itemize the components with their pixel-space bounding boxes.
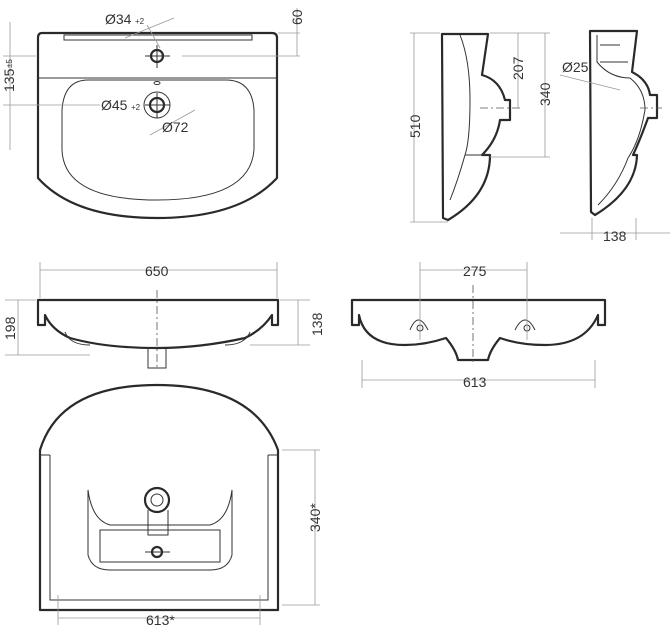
mount-spacing-label: 275 bbox=[463, 263, 487, 279]
overflow-depth-label: 60 bbox=[289, 9, 305, 25]
tap-hole-label: Ø34 bbox=[105, 11, 132, 27]
drain-outer-label: Ø72 bbox=[162, 119, 189, 135]
drain-hole-label: Ø45 bbox=[101, 97, 128, 113]
tap-hole-tolerance: +2 bbox=[135, 17, 145, 26]
side-drain-height-label: 207 bbox=[510, 56, 526, 80]
tap-hole-icon bbox=[145, 45, 170, 68]
side-view: 510 207 340 bbox=[407, 32, 553, 223]
section-view: Ø25 138 bbox=[559, 29, 670, 244]
side-pipe-label: Ø25 bbox=[562, 59, 589, 75]
front-height-label: 198 bbox=[2, 316, 18, 340]
mount-width-label: 613 bbox=[463, 374, 487, 390]
rear-view: 275 613 bbox=[350, 262, 607, 390]
width-label: 650 bbox=[145, 263, 169, 279]
drain-hole-icon bbox=[143, 91, 171, 119]
tap-offset-label: 135 bbox=[1, 68, 17, 92]
bottom-view: 340* 613* bbox=[38, 383, 323, 628]
top-view: Ø34 +2 60 135 ±5 Ø45 +2 Ø72 bbox=[1, 8, 305, 220]
drain-hole-tolerance: +2 bbox=[131, 103, 141, 112]
front-view: 650 198 138 bbox=[2, 262, 325, 370]
side-depth-label: 138 bbox=[603, 228, 627, 244]
cabinet-depth-label: 340* bbox=[307, 503, 323, 532]
tap-offset-tolerance: ±5 bbox=[5, 59, 14, 68]
side-height-label: 510 bbox=[407, 114, 423, 138]
front-bowl-depth-label: 138 bbox=[309, 312, 325, 336]
cabinet-width-label: 613* bbox=[146, 612, 175, 628]
side-bracket-height-label: 340 bbox=[537, 82, 553, 106]
